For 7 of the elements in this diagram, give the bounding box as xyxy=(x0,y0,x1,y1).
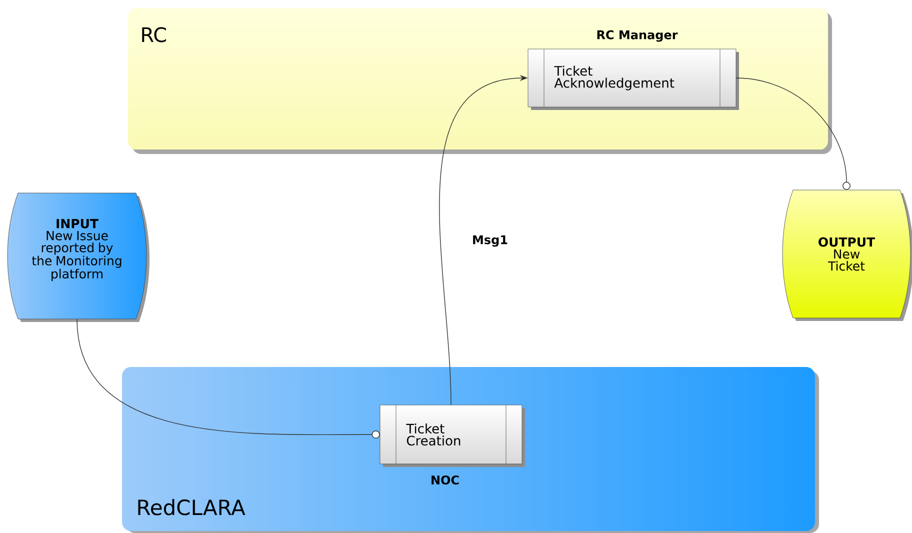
process-box: Ticket Acknowledgement xyxy=(528,48,739,110)
process-box: Ticket Creation xyxy=(380,404,525,467)
lane-label: NOC xyxy=(432,475,459,485)
edge-label: Msg1 xyxy=(471,234,510,248)
connector xyxy=(736,78,850,190)
lane-label: RC Manager xyxy=(597,30,678,42)
connector xyxy=(76,318,380,438)
